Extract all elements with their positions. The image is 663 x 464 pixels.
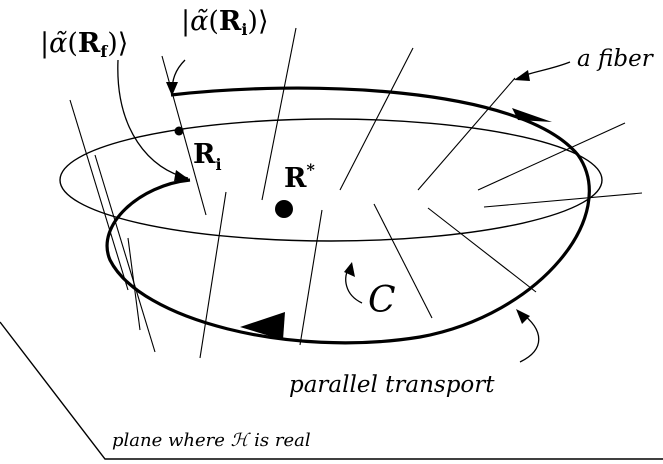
curve-label-leader-head bbox=[344, 262, 355, 277]
point-star-sup: * bbox=[306, 160, 315, 179]
fiber-leader-head bbox=[514, 70, 530, 81]
transport-arrow-lower bbox=[240, 312, 285, 340]
point-initial-label: Ri bbox=[193, 139, 222, 174]
fiber-line bbox=[339, 47, 414, 191]
fiber-line bbox=[427, 207, 537, 293]
ket-final-leader bbox=[117, 59, 189, 179]
fiber-line bbox=[417, 77, 516, 191]
point-star-dot bbox=[275, 200, 293, 218]
ket-initial-open: ( bbox=[208, 6, 219, 37]
ket-initial-alpha: α̃ bbox=[190, 6, 208, 37]
base-loop-ellipse bbox=[59, 118, 603, 242]
ket-final-bar: | bbox=[40, 28, 49, 59]
ket-final-open: ( bbox=[67, 28, 78, 59]
fiber-line bbox=[261, 27, 297, 201]
transport-label: parallel transport bbox=[289, 372, 495, 398]
ket-initial-leader-head bbox=[166, 82, 178, 96]
ket-final-leader-head bbox=[174, 170, 190, 181]
plane-label: plane where ℋ is real bbox=[112, 430, 311, 451]
ket-final-alpha: α̃ bbox=[49, 28, 67, 59]
ket-initial-bar: | bbox=[181, 6, 190, 37]
fiber-label: a fiber bbox=[577, 46, 655, 72]
parallel-transport-curve bbox=[105, 86, 591, 345]
transport-leader-head bbox=[516, 309, 530, 324]
ket-final-sub: f bbox=[100, 42, 108, 61]
point-initial-sub: i bbox=[215, 155, 221, 174]
transport-arrow-upper bbox=[512, 108, 552, 122]
ket-initial-close: )⟩ bbox=[247, 6, 268, 37]
ket-final-close: )⟩ bbox=[107, 28, 128, 59]
fiber-line bbox=[94, 154, 156, 353]
ket-final-label: |α̃(Rf)⟩ bbox=[40, 28, 128, 61]
ket-initial-label: |α̃(Ri)⟩ bbox=[181, 6, 269, 39]
fiber-line bbox=[127, 237, 141, 331]
fiber-line bbox=[161, 55, 207, 216]
fiber-line bbox=[69, 99, 129, 291]
ket-final-R: R bbox=[78, 28, 101, 59]
fibers bbox=[69, 27, 643, 359]
point-initial-dot bbox=[174, 126, 184, 136]
fiber-line bbox=[477, 122, 626, 191]
point-initial-R: R bbox=[193, 139, 216, 170]
fiber-line bbox=[199, 191, 227, 359]
point-star-label: R* bbox=[284, 160, 315, 194]
ket-initial-sub: i bbox=[241, 20, 247, 39]
plane-outline bbox=[0, 321, 663, 460]
fiber-line bbox=[483, 192, 643, 208]
ket-initial-R: R bbox=[219, 6, 242, 37]
curve-label: C bbox=[368, 280, 396, 321]
point-star-R: R bbox=[284, 163, 307, 194]
fiber-line bbox=[373, 203, 433, 319]
fiber-line bbox=[299, 209, 323, 346]
